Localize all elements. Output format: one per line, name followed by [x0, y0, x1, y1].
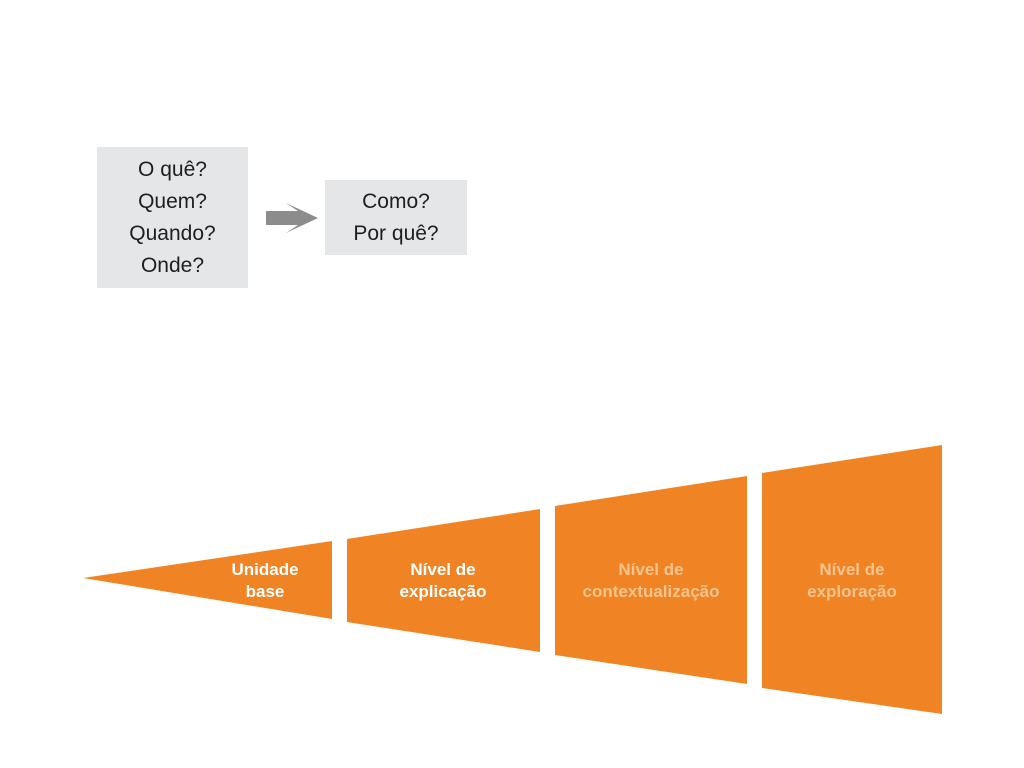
segment-label-context-level: Nível de contextualização	[551, 559, 751, 603]
segment-label-line: Nível de	[819, 560, 885, 579]
segment-label-line: exploração	[807, 582, 897, 601]
segment-label-explanation-level: Nível de explicação	[343, 559, 543, 603]
segment-base-unit	[83, 541, 332, 619]
segment-label-line: Nível de	[618, 560, 684, 579]
segment-label-line: base	[245, 582, 285, 601]
question-line: Quem?	[138, 189, 207, 213]
segment-exploration-level	[762, 445, 942, 714]
arrow-shape	[266, 203, 318, 233]
segment-context-level	[555, 476, 747, 684]
answer-line: Como?	[362, 189, 430, 213]
segment-label-line: contextualização	[582, 582, 720, 601]
segment-label-line: Nível de	[410, 560, 476, 579]
answer-line: Por quê?	[353, 221, 439, 245]
question-line: Quando?	[129, 221, 216, 245]
segment-label-base-unit: Unidade base	[165, 559, 365, 603]
segment-label-line: explicação	[399, 582, 487, 601]
segment-label-exploration-level: Nível de exploração	[752, 559, 952, 603]
segment-explanation-level	[347, 509, 540, 652]
question-line: O quê?	[138, 157, 207, 181]
questions-box: O quê? Quem? Quando? Onde?	[97, 147, 248, 288]
answers-box: Como? Por quê?	[325, 180, 467, 255]
arrow-right-icon	[266, 203, 318, 233]
segment-label-line: Unidade	[231, 560, 299, 579]
question-line: Onde?	[140, 253, 205, 277]
